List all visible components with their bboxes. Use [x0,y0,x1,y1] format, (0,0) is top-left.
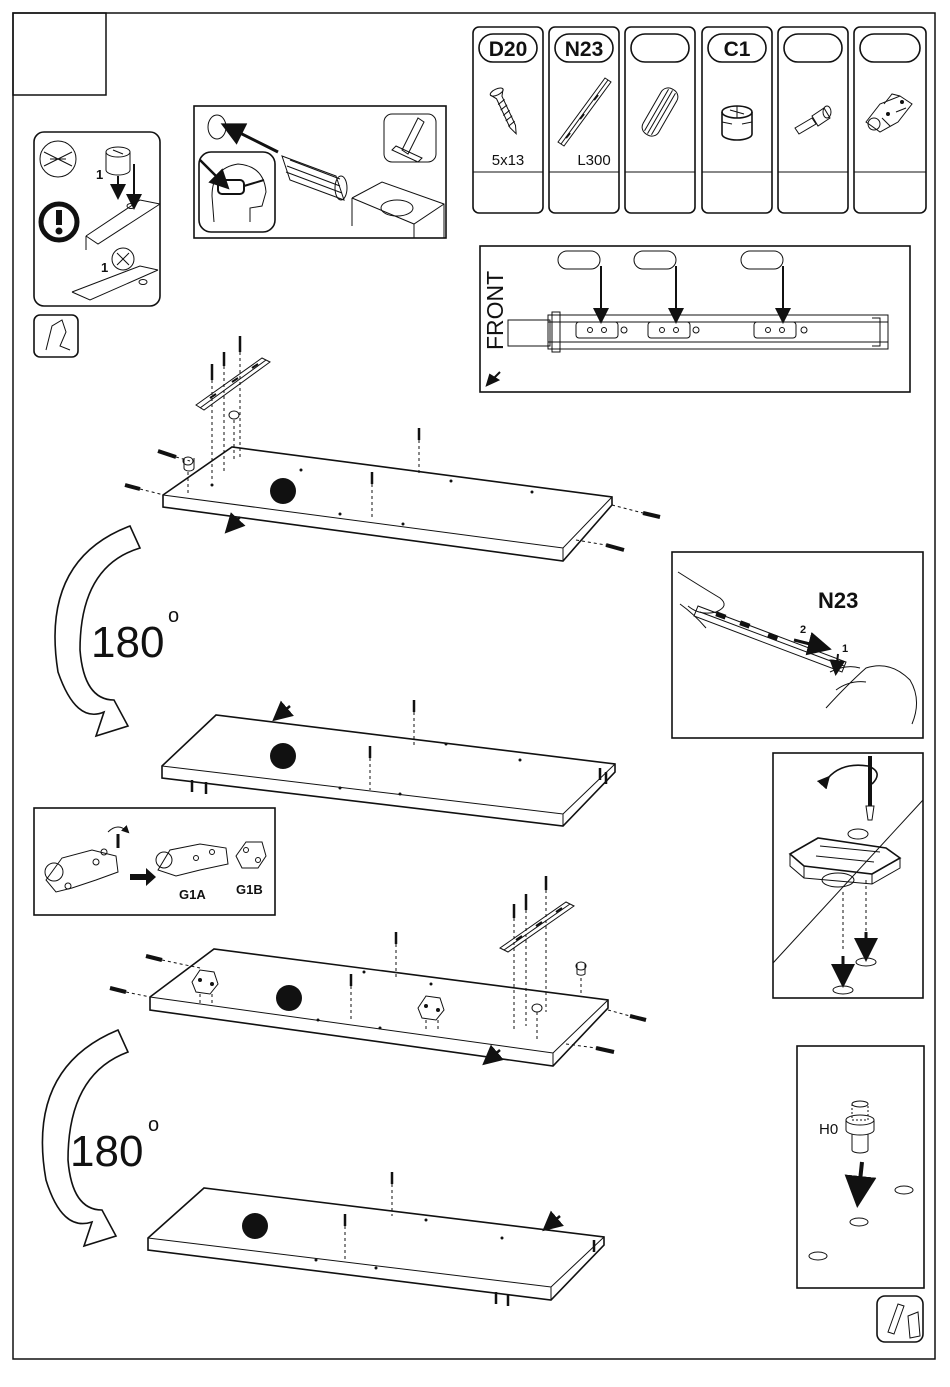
part-code-c1: C1 [724,38,751,61]
hinge-clip-inset: G1A G1B [34,808,275,915]
dowel-right-bottom [606,545,624,550]
hammer-icon [384,114,436,162]
panel-step-3 [110,876,646,1066]
dowel-left-bottom [125,485,140,489]
drawer-rail-part-2 [500,902,574,952]
part-size-n23: L300 [577,152,610,169]
hinge-label-g1b: G1B [236,882,263,897]
rotation-degree-symbol-2: o [148,1114,159,1136]
rail-extending-icon [694,606,846,672]
cam-step-number-top: 1 [96,167,103,182]
front-face-dot-4 [242,1213,268,1239]
front-label: FRONT [482,271,508,350]
panel-edge-sketch [86,200,160,250]
left-hand-sketch [678,572,724,628]
hinge-plate-g1b-icon [236,842,266,868]
hinge-plate-icon [790,829,900,887]
front-face-dot-2 [270,743,296,769]
parts-strip: D20 5x13 N23 L300 [473,27,926,213]
dowel-right-top [643,513,660,517]
hand-tool-icon [34,315,78,357]
cam-lock-icon [722,106,752,140]
cam-lock-inset: 1 1 [34,132,160,306]
front-face-dot [270,478,296,504]
panel-step-2 [162,700,615,826]
hinge-label-g1a: G1A [179,887,206,902]
rotate-arrow-2: 180 o [42,1030,159,1246]
hinge-assembled-icon [45,827,128,892]
rail-step-1: 1 [842,643,848,655]
drawer-rail-side [508,312,888,352]
cam-step-number-bottom: 1 [101,260,108,275]
dowel-left-top-3 [146,956,162,960]
hammer-icon-bottom [877,1296,923,1342]
rotate-arrow-1: 180 o [55,526,179,736]
drawer-rail-part [196,358,270,410]
rotation-degree-2: 180 [70,1127,143,1176]
drawer-rail-icon [558,78,611,146]
screw-icon [489,86,522,136]
panel-corner-sketch [352,182,444,238]
front-face-dot-3 [276,985,302,1011]
peg-insert-inset: H0 [797,1046,924,1288]
part-card-dowel [625,27,695,213]
front-rail-diagram: FRONT [480,246,910,392]
cam-screwdriver-inset [773,753,923,998]
dowel-left-top [158,451,176,457]
part-card-hinge [854,27,926,213]
dowel-right-top-3 [630,1016,646,1020]
panel-step-1 [125,336,660,561]
part-card-d20: D20 5x13 [473,27,543,213]
dowel-left-bottom-3 [110,988,126,992]
part-card-cam-bolt [778,27,848,213]
step-number-box [13,13,106,95]
safety-glasses-inset [194,106,446,238]
part-code-d20: D20 [489,38,528,61]
part-card-c1: C1 [702,27,772,213]
arrow-right-icon [130,868,156,886]
cam-bolt-icon [795,106,831,134]
cam-lock-side-icon [106,147,130,175]
front-direction-arrow [487,372,500,385]
rotation-degree-1: 180 [91,618,164,667]
safety-glasses-icon [199,152,275,232]
peg-h0-icon [846,1101,874,1153]
rail-extension-inset: N23 2 1 [672,552,923,738]
dowel-insert-icon [282,156,347,200]
part-card-n23: N23 L300 [549,27,619,213]
hinge-icon [866,94,912,132]
hinge-arm-g1a-icon [156,844,228,876]
panel-step-4 [148,1172,604,1306]
peg-label: H0 [819,1121,838,1138]
part-code-n23: N23 [565,38,604,61]
dowel-right-bottom-3 [596,1048,614,1052]
part-size-d20: 5x13 [492,152,525,169]
right-hand-sketch [826,666,917,724]
rail-step-2: 2 [800,624,806,636]
rotation-degree-symbol-1: o [168,605,179,627]
dowel-icon [639,85,681,139]
rail-inset-label: N23 [818,588,858,613]
